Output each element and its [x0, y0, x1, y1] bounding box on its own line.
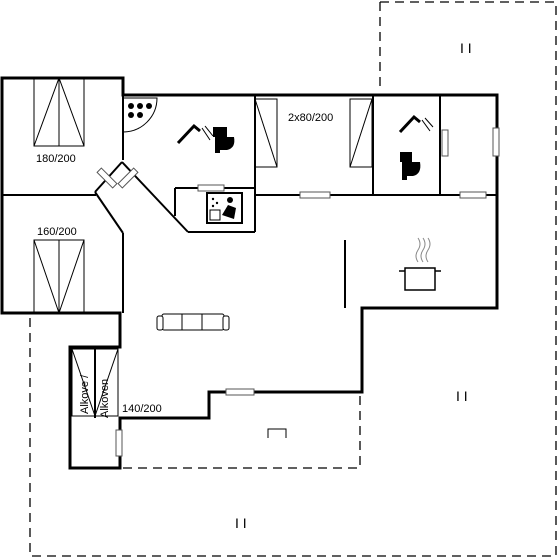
alcove-bed-size: 140/200: [122, 403, 162, 415]
bedroom2-bed-size: 160/200: [37, 226, 77, 238]
bed-alcove: [71, 348, 119, 417]
shower-icon: [176, 123, 214, 145]
terrace-mark-bottom: I I: [235, 515, 247, 531]
terrace-mark-right: I I: [456, 388, 468, 404]
bedroom1-bed-size: 180/200: [36, 153, 76, 165]
beds-bedroom3: [254, 98, 373, 168]
bedroom3-bed-size: 2x80/200: [288, 112, 333, 124]
stove-pot-icon: [399, 237, 441, 291]
jacuzzi-icon: [122, 97, 158, 133]
toilet-icon: [400, 152, 421, 180]
terrace-mark-top-right: I I: [460, 40, 472, 56]
windows: [96, 127, 500, 457]
shower-icon: [398, 114, 434, 134]
bed-bedroom1: [33, 76, 85, 147]
bed-bedroom2: [33, 239, 85, 315]
sauna-icon: [206, 192, 243, 224]
toilet-icon: [213, 127, 235, 153]
interior-walls: [2, 95, 497, 418]
door-step-icon: [267, 428, 287, 438]
alcove-label-line2: Alkoven: [99, 379, 111, 418]
terrace-outlines: [29, 1, 557, 557]
sofa-icon: [156, 313, 230, 331]
alcove-label-line1: Alkove /: [79, 374, 91, 414]
